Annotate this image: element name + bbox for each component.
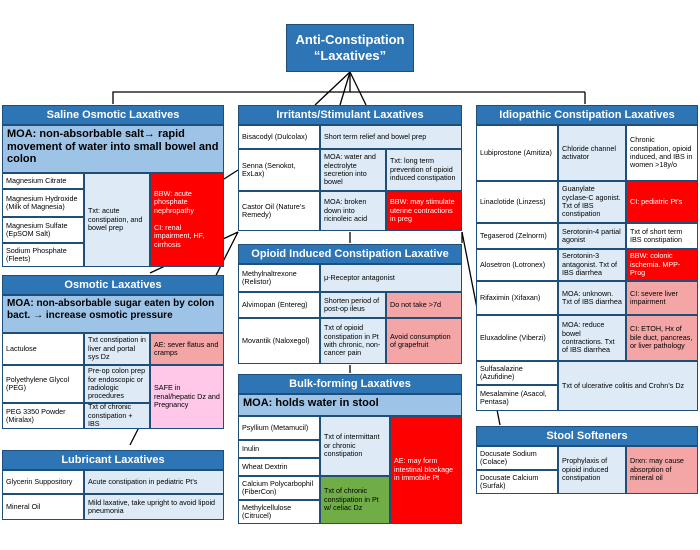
idiopathic-header: Idiopathic Constipation Laxatives xyxy=(476,105,698,125)
saline-ae: BBW: acute phosphate nephropathy CI: ren… xyxy=(150,173,224,267)
osmotic-use-lactulose: Txt constipation in liver and portal sys… xyxy=(84,333,150,365)
softeners-drug-docusate-sodium: Docusate Sodium (Colace) xyxy=(476,446,558,470)
idiopathic-moa-tegaserod: Serotonin-4 partial agonist xyxy=(558,223,626,249)
idiopathic-note-rifaximin: CI: severe liver impairment xyxy=(626,281,698,315)
connector-irritants-2 xyxy=(314,71,351,106)
irritants-header: Irritants/Stimulant Laxatives xyxy=(238,105,462,125)
osmotic-safe: SAFE in renal/hepatic Dz and Pregnancy xyxy=(150,365,224,429)
irritants-drug-senna: Senna (Senokot, ExLax) xyxy=(238,149,320,191)
bulk-drug-inulin: Inulin xyxy=(238,440,320,458)
lubricant-header: Lubricant Laxatives xyxy=(2,450,224,470)
connector-irritants xyxy=(339,71,351,106)
saline-moa: MOA: non-absorbable salt→ rapid movement… xyxy=(2,125,224,173)
idiopathic-use-tegaserod: Txt of short term IBS constipation xyxy=(626,223,698,249)
opioid-moa-movantik: Txt of opioid constipation in Pt with ch… xyxy=(320,318,386,364)
idiopathic-moa-linaclotide: Guanylate cyclase-C agonist. Txt of IBS … xyxy=(558,181,626,223)
saline-drug-mag-hydroxide: Magnesium Hydroxide (Milk of Magnesia) xyxy=(2,189,84,217)
idiopathic-drug-rifaximin: Rifaximin (Xifaxan) xyxy=(476,281,558,315)
bulk-drug-wheat-dextrin: Wheat Dextrin xyxy=(238,458,320,476)
opioid-drug-movantik: Movantik (Naloxegol) xyxy=(238,318,320,364)
irritants-note-castor: BBW: may stimulate uterine contractions … xyxy=(386,191,462,231)
connector-irritants-3 xyxy=(349,71,367,106)
idiopathic-note-eluxadoline: CI: ETOH, Hx of bile duct, pancreas, or … xyxy=(626,315,698,361)
bulk-use-intermittent: Txt of intermittant or chronic constipat… xyxy=(320,416,390,476)
saline-drug-sodium-phosphate: Sodium Phosphate (Fleets) xyxy=(2,243,84,267)
idiopathic-ibd-use: Txt of ulcerative colitis and Crohn’s Dz xyxy=(558,361,698,411)
lubricant-drug-glycerin: Glycerin Suppository xyxy=(2,470,84,494)
softeners-header: Stool Softeners xyxy=(476,426,698,446)
opioid-drug-methylnaltrexone: Methylnaltrexone (Relistor) xyxy=(238,264,320,292)
saline-drug-mag-citrate: Magnesium Citrate xyxy=(2,173,84,189)
lubricant-use-glycerin: Acute constipation in pediatric Pt’s xyxy=(84,470,224,494)
osmotic-drug-peg3350: PEG 3350 Powder (Miralax) xyxy=(2,403,84,429)
connector-saline xyxy=(112,72,351,104)
idiopathic-moa-eluxadoline: MOA: reduce bowel contractions. Txt of I… xyxy=(558,315,626,361)
irritants-moa-castor: MOA: broken down into ricinoleic acid xyxy=(320,191,386,231)
bulk-moa: MOA: holds water in stool xyxy=(238,394,462,416)
opioid-moa-alvimopan: Shorten period of post-op ileus xyxy=(320,292,386,318)
osmotic-drug-peg: Polyethylene Glycol (PEG) xyxy=(2,365,84,403)
idiopathic-drug-tegaserod: Tegaserod (Zelnorm) xyxy=(476,223,558,249)
idiopathic-drug-sulfasalazine: Sulfasalazine (Azufidine) xyxy=(476,361,558,385)
osmotic-moa: MOA: non-absorbable sugar eaten by colon… xyxy=(2,295,224,333)
idiopathic-drug-linaclotide: Linaclotide (Linzess) xyxy=(476,181,558,223)
osmotic-header: Osmotic Laxatives xyxy=(2,275,224,295)
idiopathic-moa-alosetron: Serotonin-3 antagonist. Txt of IBS diarr… xyxy=(558,249,626,281)
softeners-use: Prophylaxis of opioid induced constipati… xyxy=(558,446,626,494)
irritants-drug-bisacodyl: Bisacodyl (Dulcolax) xyxy=(238,125,320,149)
idiopathic-use-lubiprostone: Chronic constipation, opioid induced, an… xyxy=(626,125,698,181)
opioid-moa-methylnaltrexone: μ-Receptor antagonist xyxy=(320,264,462,292)
irritants-use-bisacodyl: Short term relief and bowel prep xyxy=(320,125,462,149)
idiopathic-note-alosetron: BBW: colonic ischemia. MPP-Prog xyxy=(626,249,698,281)
irritants-moa-senna: MOA: water and electrolyte secretion int… xyxy=(320,149,386,191)
opioid-note-alvimopan: Do not take >7d xyxy=(386,292,462,318)
opioid-drug-alvimopan: Alvimopan (Entereg) xyxy=(238,292,320,318)
bulk-drug-polycarbophil: Calcium Polycarbophil (FiberCon) xyxy=(238,476,320,500)
saline-drug-mag-sulfate: Magnesium Sulfate (EpSOM Salt) xyxy=(2,217,84,243)
irritants-use-senna: Txt: long term prevention of opioid indu… xyxy=(386,149,462,191)
osmotic-note-lactulose: AE: sever flatus and cramps xyxy=(150,333,224,365)
idiopathic-drug-mesalamine: Mesalamine (Asacol, Pentasa) xyxy=(476,385,558,411)
bulk-drug-psyllium: Psyllium (Metamucil) xyxy=(238,416,320,440)
idiopathic-note-linaclotide: CI: pediatric Pt’s xyxy=(626,181,698,223)
bulk-drug-methylcellulose: Methylcellulose (Citrucel) xyxy=(238,500,320,524)
opioid-header: Opioid Induced Constipation Laxative xyxy=(238,244,462,264)
saline-header: Saline Osmotic Laxatives xyxy=(2,105,224,125)
softeners-drug-docusate-calcium: Docusate Calcium (Surfak) xyxy=(476,470,558,494)
osmotic-drug-lactulose: Lactulose xyxy=(2,333,84,365)
bulk-ae: AE: may form intestinal blockage in immo… xyxy=(390,416,462,524)
saline-use: Txt: acute constipation, and bowel prep xyxy=(84,173,150,267)
irritants-drug-castor: Castor Oil (Nature’s Remedy) xyxy=(238,191,320,231)
bulk-header: Bulk-forming Laxatives xyxy=(238,374,462,394)
osmotic-use-peg: Pre-op colon prep for endoscopic or radi… xyxy=(84,365,150,403)
idiopathic-drug-lubiprostone: Lubiprostone (Amitiza) xyxy=(476,125,558,181)
title-line2: “Laxatives” xyxy=(313,48,387,63)
idiopathic-moa-rifaximin: MOA: unknown. Txt of IBS diarrhea xyxy=(558,281,626,315)
lubricant-drug-mineral-oil: Mineral Oil xyxy=(2,494,84,520)
idiopathic-moa-lubiprostone: Chloride channel activator xyxy=(558,125,626,181)
idiopathic-drug-alosetron: Alosetron (Lotronex) xyxy=(476,249,558,281)
softeners-note: Drxn: may cause absorption of mineral oi… xyxy=(626,446,698,494)
page-title: Anti-Constipation “Laxatives” xyxy=(286,24,414,72)
opioid-note-movantik: Avoid consumption of grapefruit xyxy=(386,318,462,364)
osmotic-use-peg3350: Txt of chronic constipation + IBS xyxy=(84,403,150,429)
lubricant-use-mineral-oil: Mild laxative, take upright to avoid lip… xyxy=(84,494,224,520)
title-line1: Anti-Constipation xyxy=(295,32,405,48)
idiopathic-drug-eluxadoline: Eluxadoline (Viberzi) xyxy=(476,315,558,361)
bulk-use-celiac: Txt of chronic constipation in Pt w/ cel… xyxy=(320,476,390,524)
